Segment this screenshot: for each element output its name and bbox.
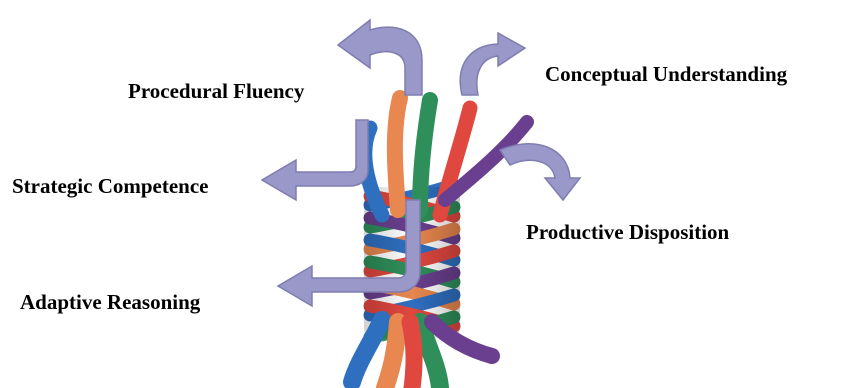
rope-top-strands xyxy=(365,98,527,215)
rope-bottom-strands xyxy=(352,320,492,388)
strategic-competence-label: Strategic Competence xyxy=(12,176,209,197)
curved-arrow-icon xyxy=(460,33,525,95)
curved-arrow-icon xyxy=(262,120,368,200)
productive-disposition-label: Productive Disposition xyxy=(526,222,729,243)
procedural-fluency-label: Procedural Fluency xyxy=(128,81,304,102)
strand-orange-top xyxy=(395,98,400,210)
curved-arrow-icon xyxy=(338,20,422,95)
curved-arrow-icon xyxy=(500,144,580,200)
conceptual-understanding-label: Conceptual Understanding xyxy=(545,64,787,85)
adaptive-reasoning-label: Adaptive Reasoning xyxy=(20,292,200,313)
